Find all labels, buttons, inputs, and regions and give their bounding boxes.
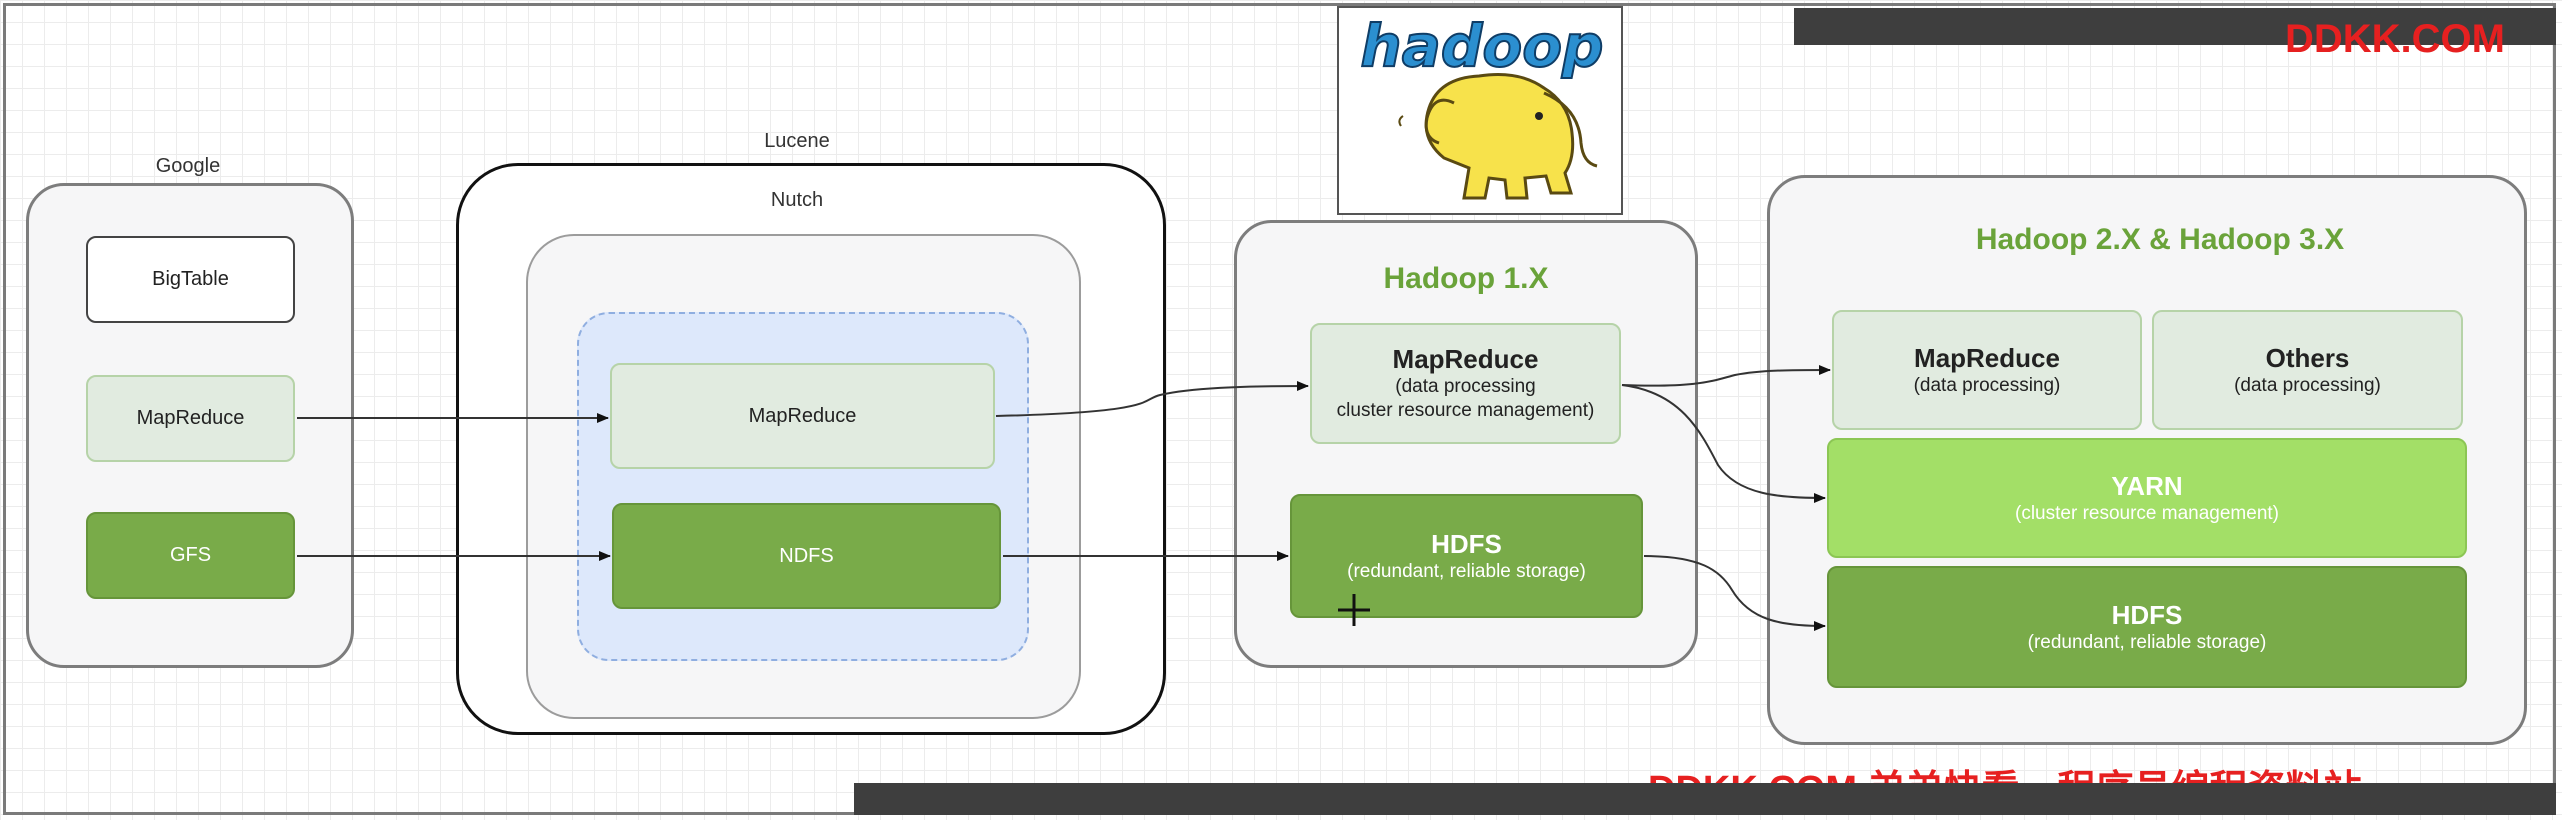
hadoop23-hdfs-box: HDFS (redundant, reliable storage) — [1827, 566, 2467, 688]
hadoop1-title: Hadoop 1.X — [1383, 262, 1549, 295]
gfs-box: GFS — [86, 512, 295, 599]
hadoop1-mapreduce-sub2: cluster resource management) — [1336, 400, 1595, 421]
hadoop1-hdfs-title: HDFS — [1431, 528, 1502, 559]
arrow-hadoop1-hdfs-to-hadoop23-hdfs — [1643, 555, 1826, 631]
nutch-mapreduce-box: MapReduce — [610, 363, 995, 469]
bottom-watermark-text: DDKK.COM 弟弟快看，程序员编程资料站 — [1648, 768, 2556, 784]
hadoop-logo-wordmark: hadoop — [1359, 11, 1604, 81]
hadoop1-mapreduce-title: MapReduce — [1392, 344, 1539, 374]
hadoop23-mapreduce-title: MapReduce — [1914, 342, 2060, 373]
yarn-title: YARN — [2111, 470, 2183, 501]
top-watermark-text: DDKK.COM — [2285, 17, 2505, 54]
cursor-crosshair-icon — [1336, 592, 1372, 628]
hadoop23-title: Hadoop 2.X & Hadoop 3.X — [1975, 223, 2345, 256]
hadoop1-hdfs-sub: (redundant, reliable storage) — [1347, 560, 1586, 582]
elephant-icon — [1398, 73, 1598, 200]
arrow-hadoop1-mapreduce-to-hadoop23-mapreduce — [1621, 365, 1831, 387]
yarn-box: YARN (cluster resource management) — [1827, 438, 2467, 558]
google-mapreduce-box: MapReduce — [86, 375, 295, 462]
top-overlay-bar — [1794, 8, 2556, 45]
hadoop23-others-sub: (data processing) — [2234, 374, 2381, 396]
hadoop1-mapreduce-sub1: (data processing — [1395, 376, 1536, 397]
google-label: Google — [155, 155, 221, 177]
hadoop23-mapreduce-sub: (data processing) — [1913, 374, 2061, 396]
bigtable-box: BigTable — [86, 236, 295, 323]
hadoop1-mapreduce-box: MapReduce (data processing cluster resou… — [1310, 323, 1621, 444]
yarn-sub: (cluster resource management) — [2015, 502, 2279, 524]
hadoop23-hdfs-sub: (redundant, reliable storage) — [2027, 631, 2267, 653]
lucene-label: Lucene — [764, 130, 830, 152]
hadoop1-hdfs-box: HDFS (redundant, reliable storage) — [1290, 494, 1643, 618]
hadoop23-others-box: Others (data processing) — [2152, 310, 2463, 430]
hadoop-logo: hadoop — [1337, 6, 1623, 215]
hadoop23-mapreduce-box: MapReduce (data processing) — [1832, 310, 2142, 430]
arrow-hadoop1-mapreduce-to-yarn — [1621, 384, 1826, 503]
hadoop23-others-title: Others — [2265, 342, 2350, 373]
arrow-nutch-mapreduce-to-hadoop1 — [995, 381, 1309, 417]
bottom-overlay-bar — [854, 783, 2556, 815]
ndfs-box: NDFS — [612, 503, 1001, 609]
hadoop23-hdfs-title: HDFS — [2111, 599, 2183, 630]
nutch-label: Nutch — [770, 189, 824, 211]
